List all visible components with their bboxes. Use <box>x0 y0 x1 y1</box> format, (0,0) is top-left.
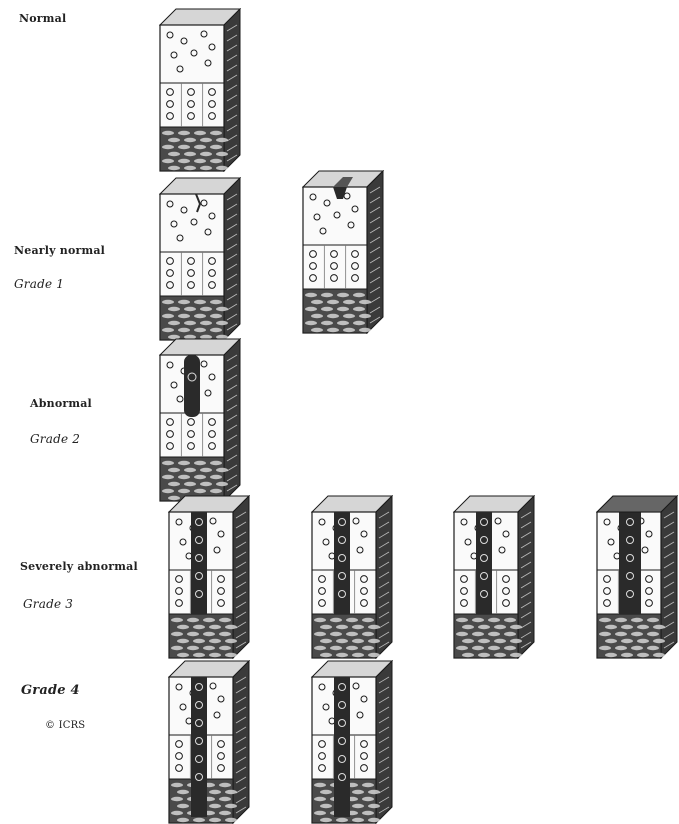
copyright-text: © ICRS <box>45 720 86 731</box>
label-nearly-normal: Nearly normal <box>14 244 106 257</box>
label-normal: Normal <box>19 12 67 25</box>
cartilage-block-grade3-b <box>311 495 393 659</box>
cartilage-block-normal <box>159 8 241 172</box>
cartilage-block-grade4-b <box>311 660 393 824</box>
cartilage-block-grade4-a <box>168 660 250 824</box>
cartilage-block-grade2 <box>159 338 241 502</box>
cartilage-block-grade1-a <box>159 177 241 341</box>
label-abnormal: Abnormal <box>30 397 92 410</box>
label-grade-1: Grade 1 <box>14 277 65 291</box>
label-grade-4: Grade 4 <box>21 683 80 698</box>
label-severely-abnormal: Severely abnormal <box>20 560 138 573</box>
label-grade-3: Grade 3 <box>23 597 74 611</box>
cartilage-block-grade3-c <box>453 495 535 659</box>
cartilage-block-grade3-a <box>168 495 250 659</box>
cartilage-block-grade1-b <box>302 170 384 334</box>
label-grade-2: Grade 2 <box>30 432 81 446</box>
cartilage-block-grade3-d <box>596 495 678 659</box>
